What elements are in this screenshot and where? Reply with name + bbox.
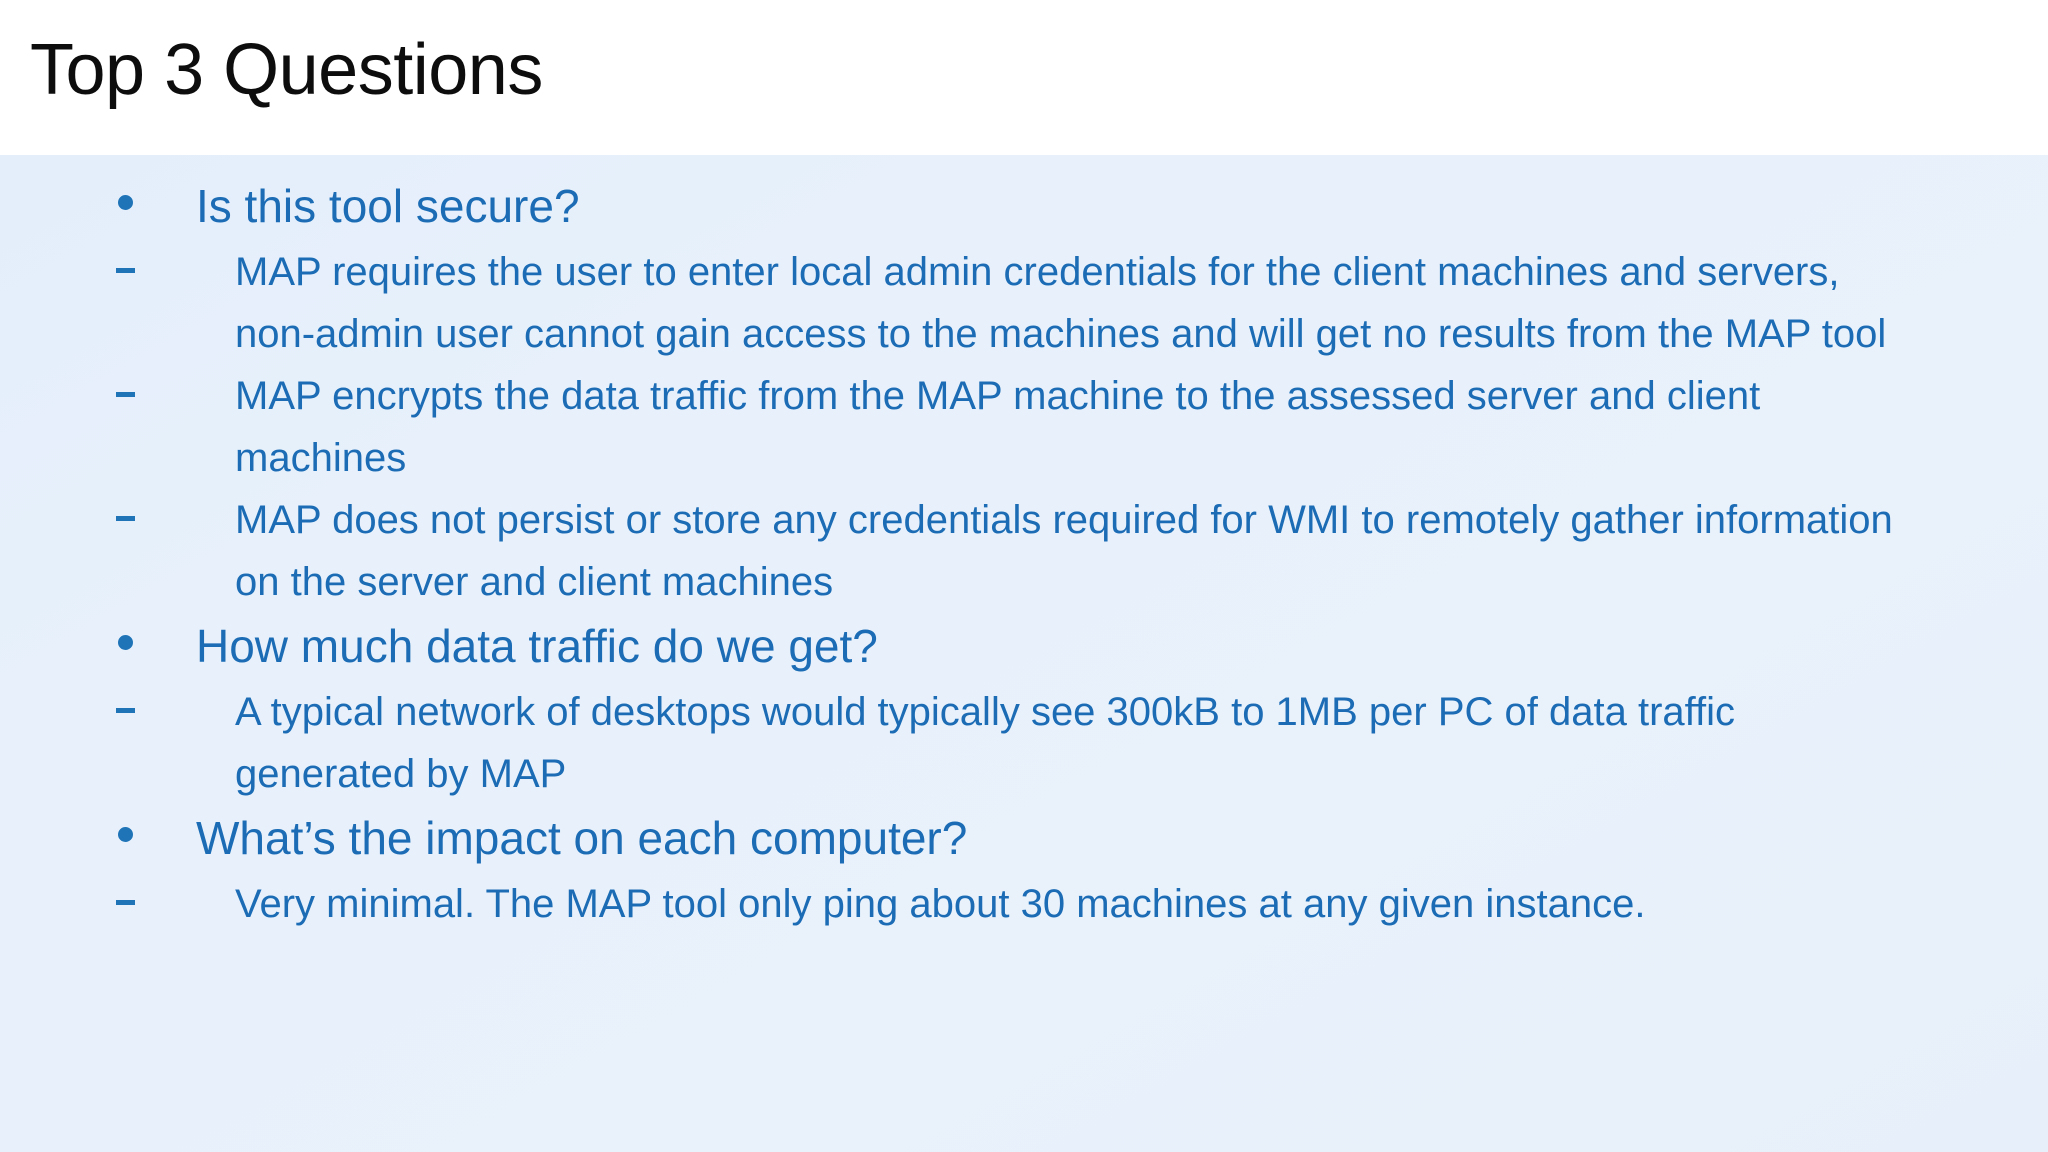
- bullet-dash-icon: [110, 681, 235, 743]
- bullet-dash-glyph: [116, 267, 135, 273]
- bullet-dash-glyph: [116, 515, 135, 521]
- bullet-row: MAP does not persist or store any creden…: [0, 489, 2048, 613]
- bullet-dash-icon: [110, 873, 235, 935]
- slide-body-panel: Is this tool secure? MAP requires the use…: [0, 155, 2048, 1152]
- question-text: What’s the impact on each computer?: [196, 812, 968, 864]
- bullet-dot-glyph: [118, 635, 133, 651]
- title-band: Top 3 Questions: [0, 0, 2048, 155]
- bullet-row: MAP requires the user to enter local adm…: [0, 241, 2048, 365]
- page-title: Top 3 Questions: [30, 30, 543, 110]
- question-text: Is this tool secure?: [196, 180, 580, 232]
- bullet-row: MAP encrypts the data traffic from the M…: [0, 365, 2048, 489]
- answer-text: Very minimal. The MAP tool only ping abo…: [235, 882, 1646, 926]
- bullet-list: Is this tool secure? MAP requires the use…: [0, 155, 2048, 935]
- bullet-row: Is this tool secure?: [0, 173, 2048, 239]
- bullet-dot-icon: [110, 173, 196, 239]
- bullet-row: What’s the impact on each computer?: [0, 805, 2048, 871]
- answer-text: MAP encrypts the data traffic from the M…: [235, 374, 1761, 480]
- bullet-dash-icon: [110, 365, 235, 427]
- answer-text: MAP does not persist or store any creden…: [235, 498, 1893, 604]
- bullet-dash-glyph: [116, 391, 135, 397]
- bullet-dot-glyph: [118, 827, 133, 843]
- bullet-dash-glyph: [116, 707, 135, 713]
- bullet-dot-glyph: [118, 195, 133, 211]
- bullet-dot-icon: [110, 613, 196, 679]
- bullet-dash-glyph: [116, 899, 135, 905]
- bullet-dash-icon: [110, 241, 235, 303]
- bullet-dot-icon: [110, 805, 196, 871]
- bullet-row: How much data traffic do we get?: [0, 613, 2048, 679]
- answer-text: A typical network of desktops would typi…: [235, 690, 1736, 796]
- bullet-row: Very minimal. The MAP tool only ping abo…: [0, 873, 2048, 935]
- question-text: How much data traffic do we get?: [196, 620, 878, 672]
- bullet-row: A typical network of desktops would typi…: [0, 681, 2048, 805]
- bullet-dash-icon: [110, 489, 235, 551]
- answer-text: MAP requires the user to enter local adm…: [235, 250, 1887, 356]
